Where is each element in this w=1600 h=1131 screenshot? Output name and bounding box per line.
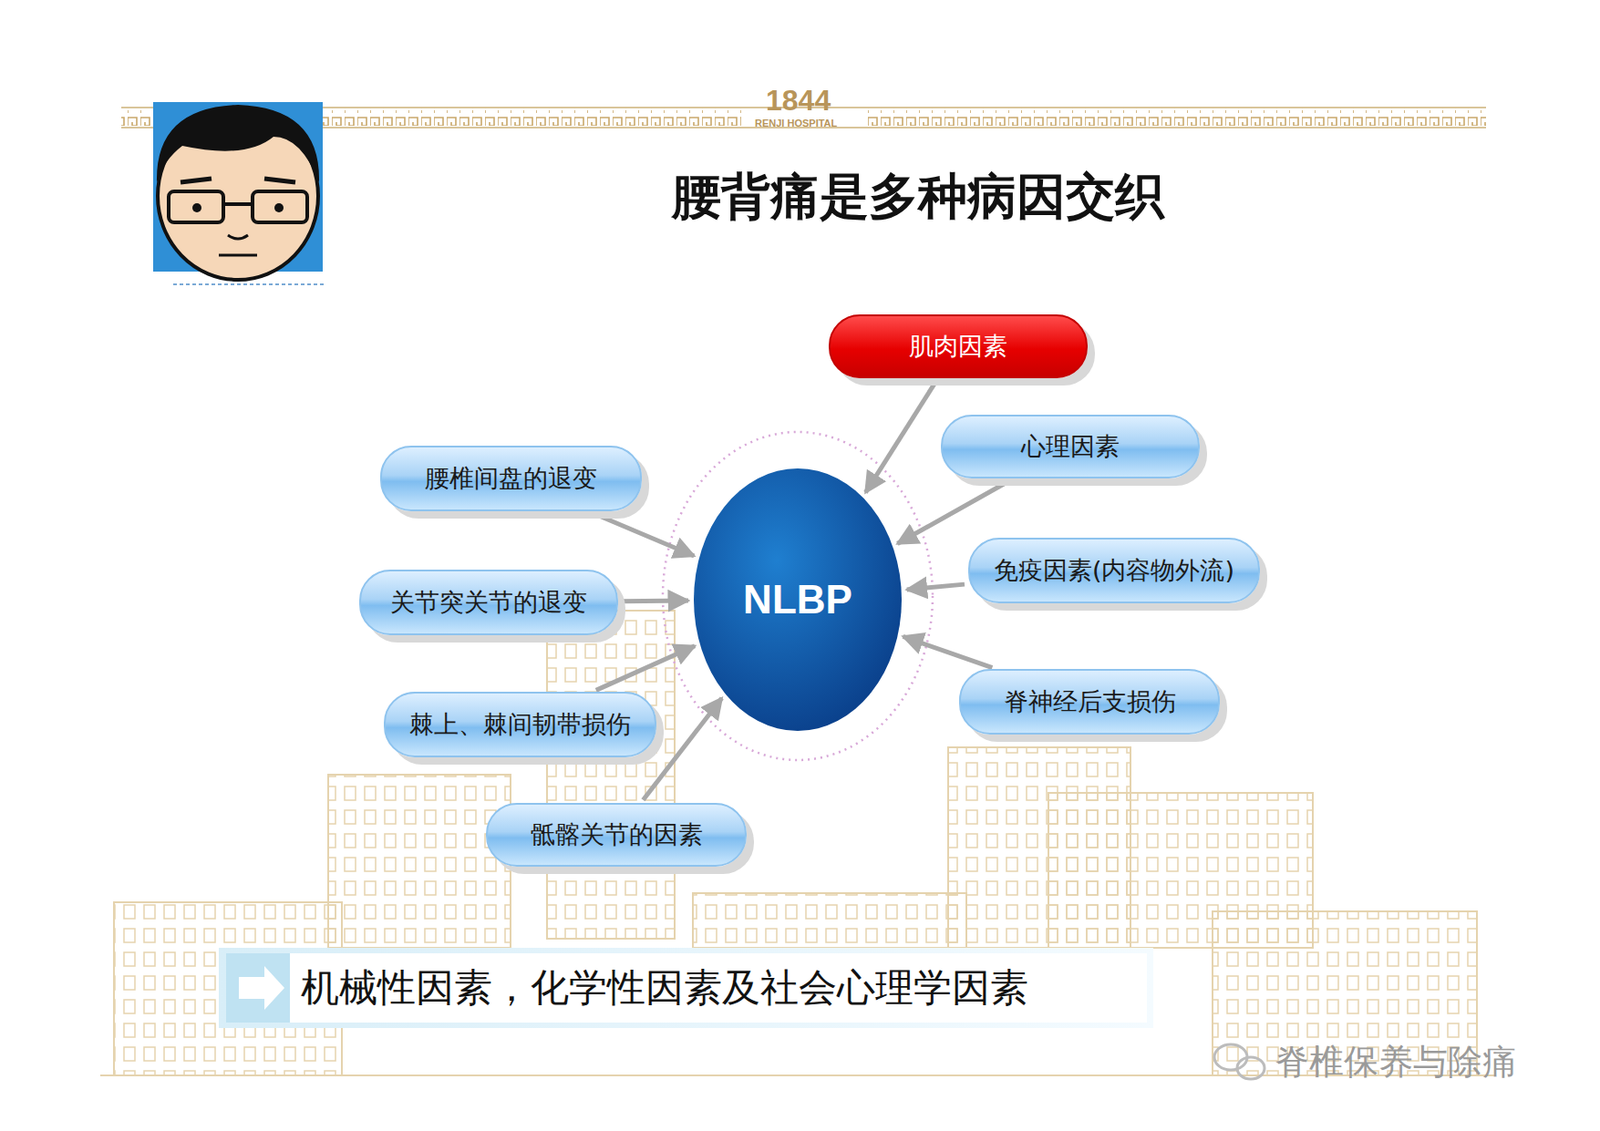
arrow-connector	[903, 636, 993, 668]
caption-text: 机械性因素，化学性因素及社会心理学因素	[300, 962, 1029, 1014]
factor-box: 肌肉因素	[828, 314, 1088, 379]
factor-box: 脊神经后支损伤	[959, 669, 1220, 735]
slide-title: 腰背痛是多种病因交织	[671, 164, 1165, 231]
node-text: 腰椎间盘的退变	[424, 462, 598, 496]
arrow-connector	[621, 598, 689, 605]
factor-box: 心理因素	[940, 414, 1200, 479]
hospital-label: RENJI HOSPITAL	[754, 117, 837, 129]
factor-box: 棘上、棘间韧带损伤	[383, 691, 657, 758]
node-text: 免疫因素(内容物外流)	[993, 554, 1235, 588]
factor-box: 腰椎间盘的退变	[380, 445, 642, 512]
wechat-icon	[1214, 1044, 1265, 1080]
center-ellipse: NLBP	[691, 466, 904, 733]
avatar-icon	[153, 102, 325, 285]
factor-box: 骶髂关节的因素	[485, 803, 747, 868]
node-text: 肌肉因素	[908, 330, 1008, 363]
node-text: 关节突关节的退变	[390, 586, 588, 620]
node-text: 棘上、棘间韧带损伤	[409, 708, 631, 742]
arrow-connector	[596, 646, 695, 692]
watermark: 脊椎保养与除痛	[1274, 1039, 1518, 1086]
node-text: 骶髂关节的因素	[530, 818, 703, 852]
node-text: 脊神经后支损伤	[1003, 685, 1177, 719]
year-label: 1844	[765, 83, 831, 118]
factor-box: 免疫因素(内容物外流)	[968, 537, 1260, 604]
arrow-connector	[897, 480, 1011, 545]
caption-band	[218, 948, 1154, 1029]
dotted-ring	[662, 432, 933, 761]
node-text: 心理因素	[1021, 430, 1120, 464]
arrow-connector	[907, 584, 965, 590]
factor-box: 关节突关节的退变	[359, 569, 619, 636]
arrow-connector	[865, 381, 936, 493]
node-text: NLBP	[743, 577, 853, 623]
arrow-connector	[591, 513, 694, 557]
